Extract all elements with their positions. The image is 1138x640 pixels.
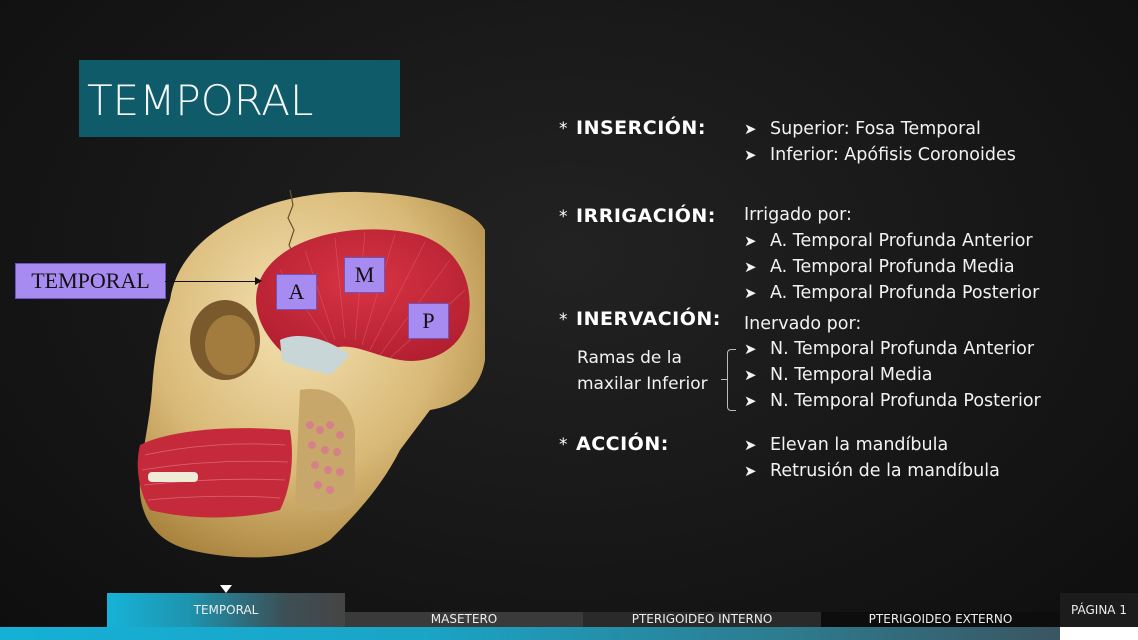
nav-strip-end	[1060, 627, 1138, 640]
list-item: ➤Elevan la mandíbula	[744, 435, 949, 455]
brace-icon	[727, 349, 736, 411]
posterior-label: P	[408, 303, 449, 339]
star-icon: *	[559, 119, 568, 139]
inervacion-heading: *INERVACIÓN:	[559, 308, 721, 330]
irrigacion-intro: Irrigado por:	[744, 205, 852, 225]
inervacion-intro: Inervado por:	[744, 314, 862, 334]
slide-title: TEMPORAL	[87, 76, 314, 125]
list-item: ➤N. Temporal Profunda Posterior	[744, 391, 1041, 411]
middle-label: M	[344, 257, 385, 293]
star-icon: *	[559, 310, 568, 330]
brace-tip	[721, 379, 727, 380]
list-item: ➤N. Temporal Profunda Anterior	[744, 339, 1035, 359]
anterior-label: A	[276, 274, 317, 310]
tab-temporal[interactable]: TEMPORAL	[107, 593, 345, 627]
insercion-heading: *INSERCIÓN:	[559, 117, 706, 139]
arrow-bullet-icon: ➤	[744, 232, 757, 250]
star-icon: *	[559, 435, 568, 455]
tab-pterigoideo-interno[interactable]: PTERIGOIDEO INTERNO	[583, 612, 821, 627]
list-item: ➤A. Temporal Profunda Posterior	[744, 283, 1040, 303]
slide-title-box: TEMPORAL	[79, 60, 400, 137]
nav-accent-strip	[0, 627, 1060, 640]
page-number: PÁGINA 1	[1060, 593, 1138, 627]
star-icon: *	[559, 207, 568, 227]
arrow-bullet-icon: ➤	[744, 366, 757, 384]
side-note-line-2: maxilar Inferior	[577, 374, 708, 394]
pointer-arrow-icon	[255, 277, 262, 285]
accion-heading: *ACCIÓN:	[559, 433, 669, 455]
active-tab-indicator-icon	[220, 585, 232, 593]
arrow-bullet-icon: ➤	[744, 340, 757, 358]
arrow-bullet-icon: ➤	[744, 436, 757, 454]
temporal-label: TEMPORAL	[15, 263, 166, 299]
irrigacion-heading: *IRRIGACIÓN:	[559, 205, 716, 227]
arrow-bullet-icon: ➤	[744, 146, 757, 164]
list-item: ➤A. Temporal Profunda Media	[744, 257, 1015, 277]
arrow-bullet-icon: ➤	[744, 120, 757, 138]
tab-pterigoideo-externo[interactable]: PTERIGOIDEO EXTERNO	[821, 612, 1060, 627]
arrow-bullet-icon: ➤	[744, 462, 757, 480]
side-note-line-1: Ramas de la	[577, 348, 682, 368]
list-item: ➤A. Temporal Profunda Anterior	[744, 231, 1033, 251]
list-item: ➤Retrusión de la mandíbula	[744, 461, 1000, 481]
pointer-arrow-line	[165, 281, 257, 282]
arrow-bullet-icon: ➤	[744, 392, 757, 410]
skull-illustration	[137, 190, 485, 558]
list-item: ➤N. Temporal Media	[744, 365, 933, 385]
tab-masetero[interactable]: MASETERO	[345, 612, 583, 627]
list-item: ➤Superior: Fosa Temporal	[744, 119, 981, 139]
arrow-bullet-icon: ➤	[744, 258, 757, 276]
arrow-bullet-icon: ➤	[744, 284, 757, 302]
list-item: ➤Inferior: Apófisis Coronoides	[744, 145, 1016, 165]
